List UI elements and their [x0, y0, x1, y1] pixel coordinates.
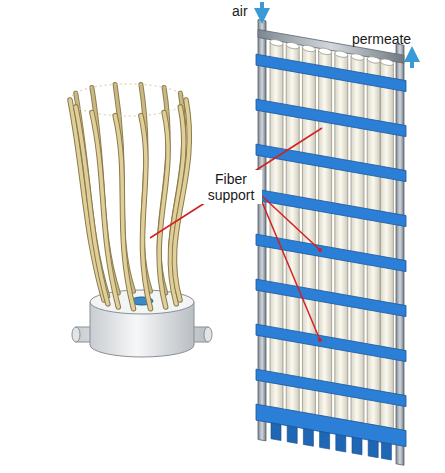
flow-label: air [232, 3, 248, 19]
fiber-support-bar [256, 369, 406, 406]
fiber [115, 116, 133, 309]
fiber [174, 100, 189, 300]
cartridge-cap [335, 50, 348, 58]
pipe-end [204, 327, 212, 342]
cartridge [351, 56, 364, 423]
fiber-support-bar [256, 144, 406, 181]
fiber [92, 113, 118, 308]
base-tooth [303, 428, 313, 446]
air-arrow [260, 2, 264, 16]
bottom-base [256, 404, 406, 462]
fiber [159, 113, 168, 308]
flow-label: permeate [352, 31, 411, 47]
fiber [159, 113, 168, 308]
cartridges [270, 39, 393, 429]
fiber-support-bar [256, 99, 406, 136]
leader-dot [318, 338, 322, 342]
cartridge-cap [319, 47, 332, 55]
fiber-top-ring [70, 84, 186, 116]
fiber [141, 116, 151, 309]
fiber [92, 113, 118, 308]
permeate-arrow [410, 54, 414, 68]
front-fibers [70, 100, 189, 309]
base-tooth [381, 442, 391, 460]
fiber-support-bar [256, 324, 406, 361]
fiber-support-bar [256, 54, 406, 91]
base-tooth [287, 426, 297, 444]
fiber [115, 116, 133, 309]
cartridge-cap [302, 44, 315, 52]
cartridge-cap [286, 41, 299, 49]
leader-line [262, 202, 320, 340]
cartridge-cap [367, 56, 380, 64]
pipe-end [72, 327, 80, 342]
base-tooth [271, 423, 281, 441]
fiber [174, 100, 189, 300]
callout-label: Fiber support [200, 170, 262, 204]
base-tooth [336, 434, 346, 452]
base-tooth [368, 440, 378, 458]
fiber-support-bar [256, 279, 406, 316]
cartridge-cap [270, 39, 283, 47]
base-tooth [352, 437, 362, 455]
fiber-supports [256, 54, 406, 406]
cartridge-cap [380, 58, 393, 66]
base-tooth [320, 431, 330, 449]
cartridge [319, 50, 332, 417]
cartridge [380, 61, 393, 428]
cartridge [302, 47, 315, 414]
cartridge [367, 59, 380, 426]
fiber-bundle [70, 84, 212, 357]
cartridge [335, 53, 348, 420]
leader-dot [318, 248, 322, 252]
cartridge-cap [351, 53, 364, 61]
base-bar [256, 404, 406, 446]
base-teeth [271, 423, 391, 460]
membrane-module [256, 19, 406, 465]
fiber [141, 116, 151, 309]
zoom-leader [150, 128, 322, 238]
fiber-support-bar [256, 189, 406, 226]
